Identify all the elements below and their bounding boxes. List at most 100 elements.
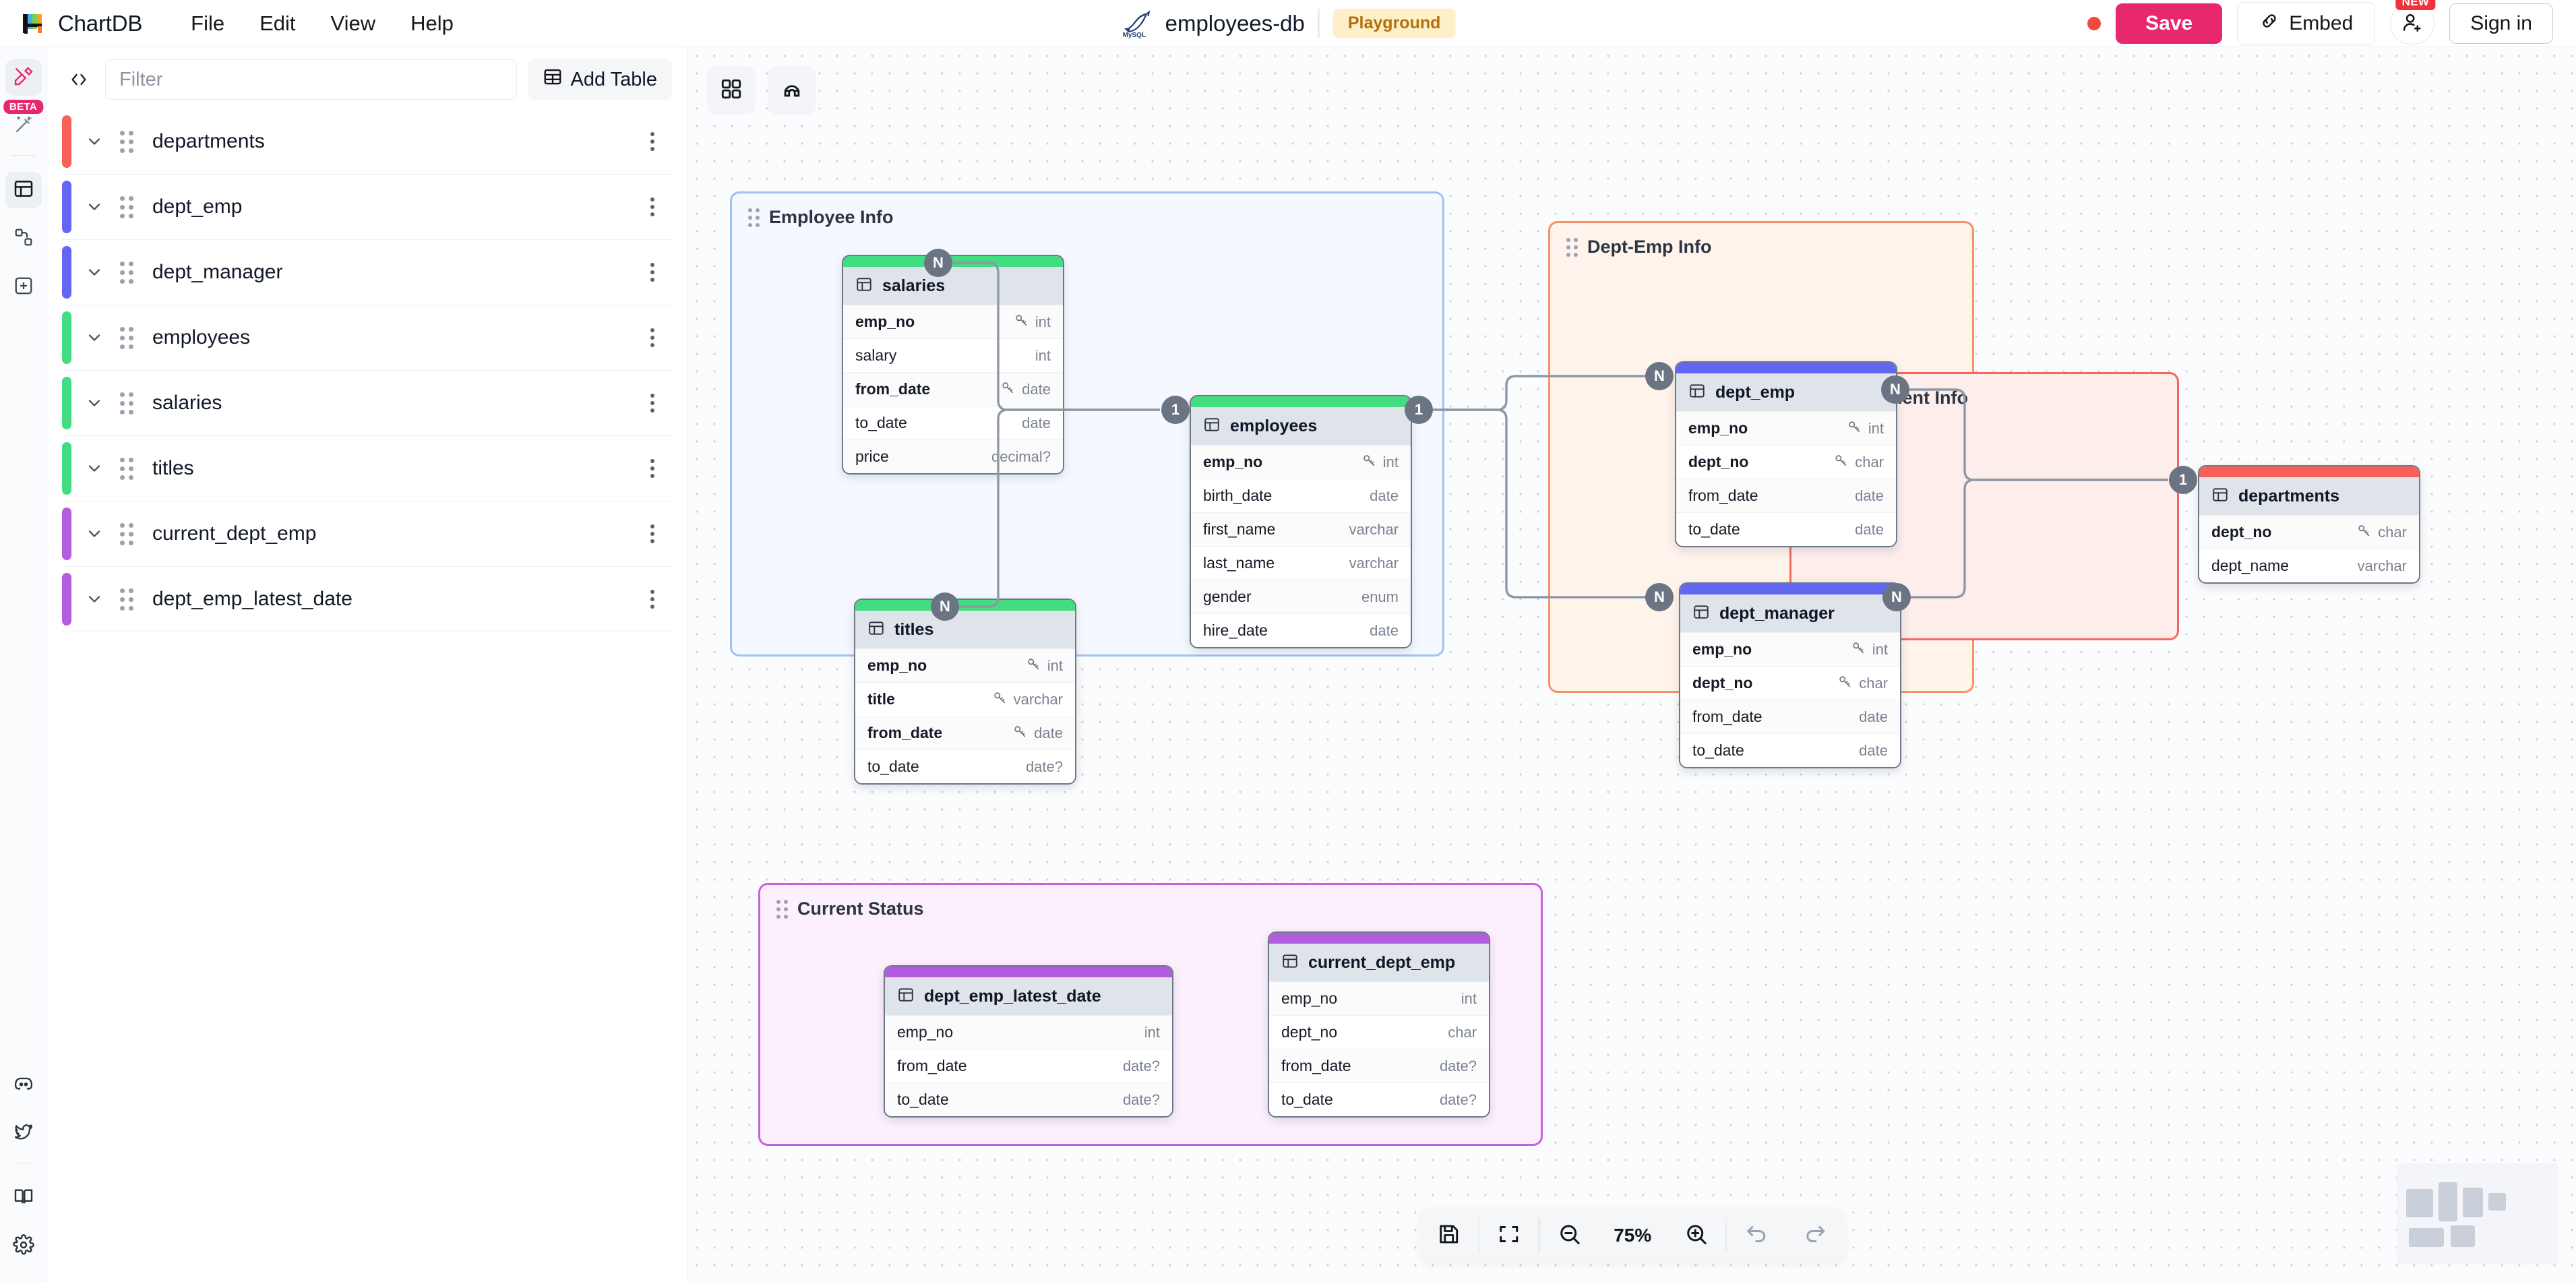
dependencies-icon-button[interactable] <box>5 269 42 305</box>
drag-handle-icon[interactable] <box>120 261 133 284</box>
tables-icon-button[interactable] <box>5 172 42 208</box>
table-list-item[interactable]: dept_manager <box>62 240 672 305</box>
table-list-item[interactable]: current_dept_emp <box>62 501 672 567</box>
add-table-button[interactable]: Add Table <box>527 59 672 100</box>
magnet-icon-button[interactable] <box>768 66 816 115</box>
sign-in-button[interactable]: Sign in <box>2449 3 2553 44</box>
save-diagram-button[interactable] <box>1419 1208 1478 1263</box>
minimap[interactable] <box>2397 1163 2558 1264</box>
chevron-down-icon[interactable] <box>85 328 104 347</box>
table-row-menu-icon[interactable] <box>644 583 661 615</box>
table-row-menu-icon[interactable] <box>644 387 661 419</box>
drag-handle-icon[interactable] <box>120 130 133 153</box>
table-list-item[interactable]: salaries <box>62 371 672 436</box>
table-list-item[interactable]: dept_emp <box>62 175 672 240</box>
chevron-down-icon[interactable] <box>85 590 104 609</box>
table-row-menu-icon[interactable] <box>644 518 661 550</box>
chevron-down-icon[interactable] <box>85 132 104 151</box>
discord-icon-button[interactable] <box>5 1067 42 1103</box>
chevron-down-icon[interactable] <box>85 524 104 543</box>
table-list-item[interactable]: departments <box>62 109 672 175</box>
drag-handle-icon[interactable] <box>120 522 133 545</box>
invite-user-button[interactable]: NEW <box>2390 0 2436 44</box>
redo-button[interactable] <box>1786 1208 1845 1263</box>
settings-icon-button[interactable] <box>5 1228 42 1264</box>
drag-handle-icon[interactable] <box>120 326 133 349</box>
docs-icon-button[interactable] <box>5 1180 42 1216</box>
drag-handle-icon[interactable] <box>1566 237 1578 257</box>
chevron-down-icon[interactable] <box>85 394 104 413</box>
zoom-out-button[interactable] <box>1539 1208 1599 1263</box>
table-row-menu-icon[interactable] <box>644 125 661 158</box>
diagram-editor-icon-button[interactable] <box>5 59 42 96</box>
relationships-icon-button[interactable] <box>5 220 42 257</box>
zoom-level-label[interactable]: 75% <box>1614 1225 1652 1246</box>
drag-handle-icon[interactable] <box>748 208 760 227</box>
table-row-menu-icon[interactable] <box>644 256 661 288</box>
table-row-menu-icon[interactable] <box>644 322 661 354</box>
drag-handle-icon[interactable] <box>120 588 133 611</box>
table-row-menu-icon[interactable] <box>644 452 661 485</box>
table-list-item[interactable]: employees <box>62 305 672 371</box>
ai-magic-icon-button[interactable]: BETA <box>3 100 44 144</box>
diagram-name[interactable]: employees-db <box>1165 10 1305 36</box>
drag-handle-icon[interactable] <box>776 899 788 919</box>
chevron-down-icon[interactable] <box>85 263 104 282</box>
menu-view[interactable]: View <box>330 11 376 35</box>
undo-button[interactable] <box>1727 1208 1786 1263</box>
twitter-icon-button[interactable] <box>5 1116 42 1152</box>
save-button[interactable]: Save <box>2116 3 2223 44</box>
menu-edit[interactable]: Edit <box>259 11 296 35</box>
drag-handle-icon[interactable] <box>120 392 133 415</box>
zoom-in-button[interactable] <box>1666 1208 1725 1263</box>
menu-file[interactable]: File <box>191 11 225 35</box>
embed-button[interactable]: Embed <box>2237 1 2376 45</box>
table-list-item[interactable]: dept_emp_latest_date <box>62 567 672 632</box>
chevron-down-icon[interactable] <box>85 197 104 216</box>
table-row-menu-icon[interactable] <box>644 191 661 223</box>
drag-handle-icon[interactable] <box>120 195 133 218</box>
filter-input[interactable] <box>105 59 517 100</box>
code-brackets-icon[interactable] <box>62 63 96 96</box>
fit-screen-button[interactable] <box>1479 1208 1539 1263</box>
table-list-item[interactable]: titles <box>62 436 672 501</box>
drag-handle-icon[interactable] <box>120 457 133 480</box>
